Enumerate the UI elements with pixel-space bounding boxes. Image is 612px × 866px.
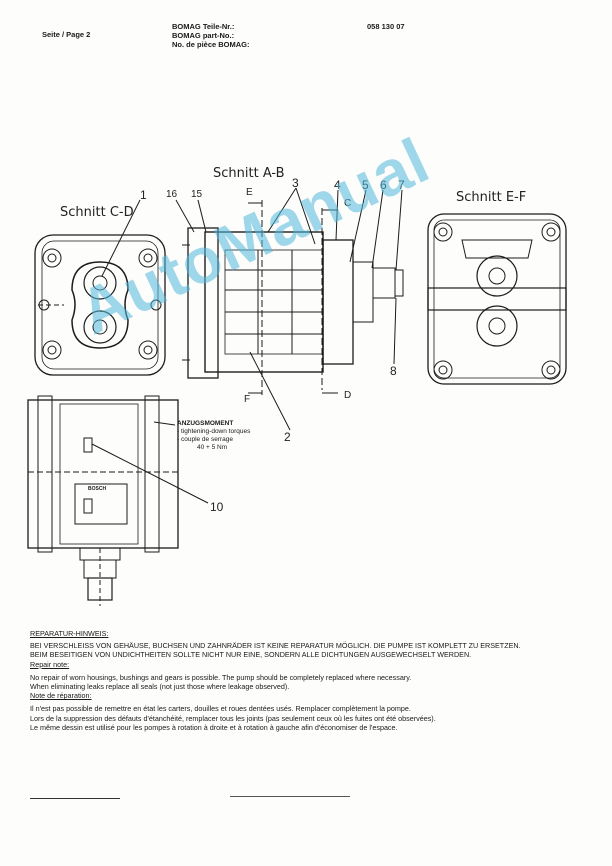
callout-7: 7 (398, 178, 405, 192)
torque-fr: - couple de serrage (177, 436, 234, 443)
torque-title: ANZUGSMOMENT (177, 420, 234, 427)
notes-divider-2 (230, 796, 350, 797)
callout-5: 5 (362, 178, 369, 192)
torque-note: ANZUGSMOMENT - tightening-down torques -… (177, 420, 250, 452)
notes-de-line2: BEIM BESEITIGEN VON UNDICHTHEITEN SOLLTE… (30, 650, 472, 660)
section-letter-f: F (244, 394, 251, 405)
notes-fr-heading: Note de réparation: (30, 691, 92, 701)
notes-en-line2: When eliminating leaks replace all seals… (30, 682, 290, 692)
section-cd-title: Schnitt C-D (60, 205, 134, 220)
section-ab-title: Schnitt A-B (213, 166, 285, 181)
callout-10: 10 (210, 500, 224, 514)
page-number: Seite / Page 2 (42, 30, 91, 39)
section-cd-view (34, 199, 166, 376)
callout-15: 15 (191, 189, 203, 200)
section-letter-d: D (344, 390, 352, 401)
notes-divider (30, 798, 120, 799)
section-ab-view (175, 187, 404, 431)
callout-4: 4 (334, 178, 341, 192)
brand-plate: BOSCH (88, 486, 107, 492)
part-number-value: 058 130 07 (367, 22, 405, 31)
section-letter-c: C (344, 198, 352, 209)
notes-de-line1: BEI VERSCHLEISS VON GEHÄUSE, BUCHSEN UND… (30, 641, 521, 651)
torque-en: - tightening-down torques (177, 428, 251, 435)
section-ef-title: Schnitt E-F (456, 190, 527, 205)
repair-notes: REPARATUR-HINWEIS: BEI VERSCHLEISS VON G… (30, 629, 560, 732)
notes-de-heading: REPARATUR-HINWEIS: (30, 629, 109, 638)
section-ef-view (427, 213, 567, 385)
part-number-label-fr: No. de pièce BOMAG: (172, 40, 250, 49)
callout-8: 8 (390, 364, 397, 378)
torque-value: 40 + 5 Nm (197, 444, 228, 451)
part-number-label-de: BOMAG Teile-Nr.: (172, 22, 235, 31)
notes-en-heading: Repair note: (30, 659, 70, 669)
notes-fr-line1: Il n'est pas possible de remettre en éta… (30, 704, 411, 714)
notes-fr-line2: Lors de la suppression des défauts d'éta… (30, 713, 436, 723)
callout-6: 6 (380, 178, 387, 192)
part-number-label-en: BOMAG part-No.: (172, 31, 235, 40)
callout-2: 2 (284, 430, 291, 444)
callout-16: 16 (166, 189, 178, 200)
side-view (27, 395, 209, 606)
section-letter-e: E (246, 187, 253, 198)
callout-3: 3 (292, 176, 299, 190)
pump-drawing (27, 187, 567, 606)
notes-en-line1: No repair of worn housings, bushings and… (30, 672, 412, 682)
notes-fr-line3: Le même dessin est utilisé pour les pomp… (30, 722, 398, 732)
callout-1: 1 (140, 188, 147, 202)
